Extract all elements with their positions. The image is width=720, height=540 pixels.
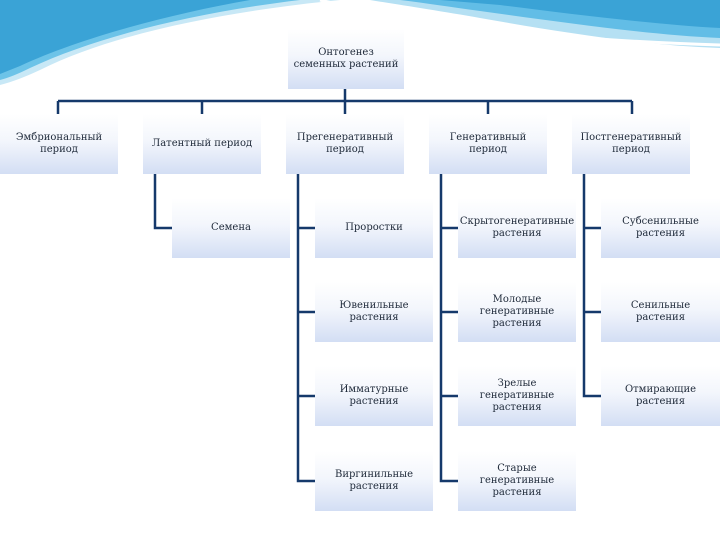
stage-dying: Отмирающие растения	[601, 366, 720, 426]
stage-seeds: Семена	[172, 198, 290, 258]
stage-old-generative: Старые генеративные растения	[458, 451, 576, 511]
stage-subsenile: Субсенильные растения	[601, 198, 720, 258]
stage-mature-generative: Зрелые генеративные растения	[458, 366, 576, 426]
period-generative: Генеративный период	[429, 114, 547, 174]
period-latent: Латентный период	[143, 114, 261, 174]
stage-juvenile: Ювенильные растения	[315, 282, 433, 342]
stage-seedlings: Проростки	[315, 198, 433, 258]
stage-latent-generative: Скрытогенеративные растения	[458, 198, 576, 258]
period-postgenerative: Постгенеративный период	[572, 114, 690, 174]
period-embryonic: Эмбриональный период	[0, 114, 118, 174]
stage-virginile: Виргинильные растения	[315, 451, 433, 511]
stage-immature: Имматурные растения	[315, 366, 433, 426]
stage-young-generative: Молодые генеративные растения	[458, 282, 576, 342]
period-pregenerative: Прегенеративный период	[286, 114, 404, 174]
root-node: Онтогенез семенных растений	[288, 29, 404, 89]
stage-senile: Сенильные растения	[601, 282, 720, 342]
